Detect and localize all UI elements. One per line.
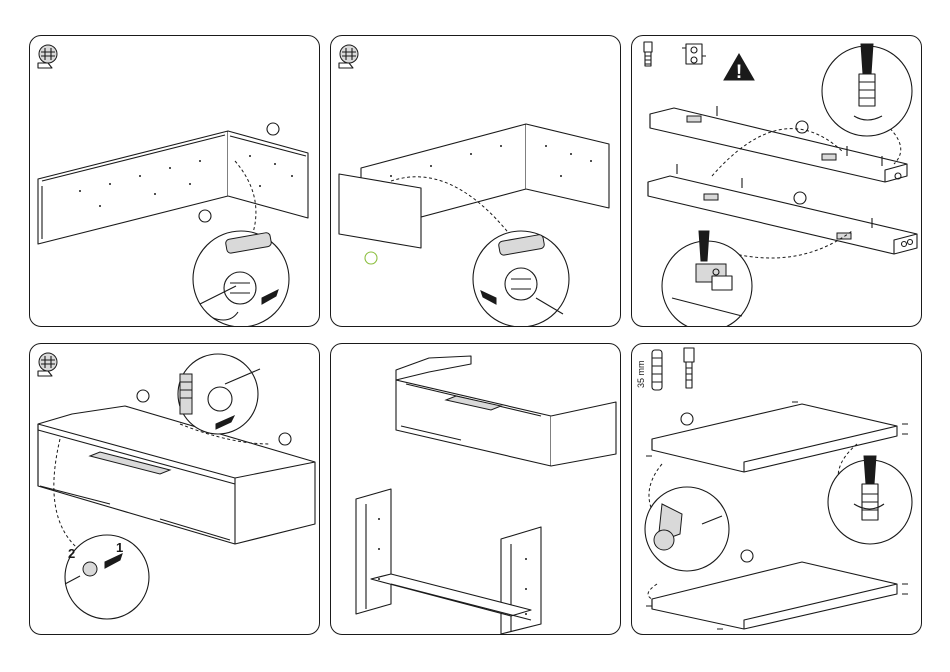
svg-text:1: 1 <box>116 540 123 555</box>
hinge-plate-icon <box>682 44 706 64</box>
cam-lock-icon <box>38 45 57 68</box>
step-2-illustration <box>331 36 621 327</box>
step-panel-6: 35 mm <box>631 343 922 635</box>
highlight-callout <box>365 252 377 264</box>
dowel-icon: 35 mm <box>636 350 662 390</box>
step-4-illustration: 2 1 <box>30 344 320 635</box>
svg-text:35 mm: 35 mm <box>636 360 646 388</box>
cam-lock-icon <box>339 45 358 68</box>
step-panel-2 <box>330 35 621 327</box>
svg-text:2: 2 <box>68 546 75 561</box>
step-6-illustration: 35 mm <box>632 344 922 635</box>
svg-text:!: ! <box>736 62 742 83</box>
step-panel-5 <box>330 343 621 635</box>
dowel-cam-bolt-icon <box>644 42 652 66</box>
cam-bolt-icon <box>684 348 694 388</box>
step-3-illustration: ! <box>632 36 922 327</box>
step-5-illustration <box>331 344 621 635</box>
step-panel-1 <box>29 35 320 327</box>
cam-lock-icon <box>38 353 57 376</box>
detail-circle <box>645 487 729 571</box>
step-1-illustration <box>30 36 320 327</box>
step-panel-3: ! <box>631 35 922 327</box>
warning-icon: ! <box>724 54 754 83</box>
step-panel-4: 2 1 <box>29 343 320 635</box>
